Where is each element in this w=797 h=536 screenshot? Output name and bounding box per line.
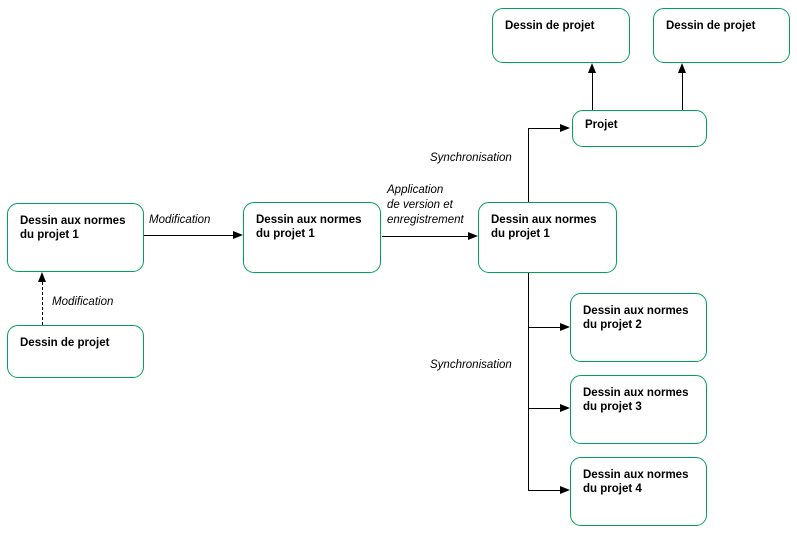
node-label: du projet 1 [256,228,315,240]
node-label: Dessin de projet [505,20,595,32]
node-label: Dessin aux normes [583,305,689,317]
node-label: du projet 1 [20,229,79,241]
node-label: Dessin aux normes [583,387,689,399]
node-projet: Projet [572,110,707,147]
label-synchronisation-projet: Synchronisation [430,152,512,164]
node-dessin-de-projet-top-left: Dessin de projet [492,8,630,63]
node-label: Dessin aux normes [20,215,126,227]
arrow-right-icon [560,124,570,132]
arrow-up-icon [588,63,596,73]
label-application-line: enregistrement [387,214,464,226]
arrow-sync-normes-trunk [528,273,529,491]
label-synchronisation-normes: Synchronisation [430,359,512,371]
arrow-right-icon [560,404,570,412]
node-dessin-aux-normes-projet-3: Dessin aux normes du projet 3 [570,375,707,444]
node-label: du projet 3 [583,401,642,413]
arrow-up-icon [38,272,46,282]
arrow-right-icon [560,323,570,331]
node-dessin-aux-normes-projet-1-right: Dessin aux normes du projet 1 [478,202,617,273]
arrow-right-icon [233,231,243,239]
node-label: du projet 2 [583,319,642,331]
node-dessin-aux-normes-projet-1-left: Dessin aux normes du projet 1 [7,203,144,272]
node-dessin-aux-normes-projet-4: Dessin aux normes du projet 4 [570,457,707,526]
arrow-sync-norm4-line [528,490,561,491]
label-modification-vertical: Modification [52,296,114,308]
arrow-sync-projet-hline [528,128,561,129]
node-dessin-de-projet-bottom-left: Dessin de projet [7,325,144,378]
arrow-right-icon [468,232,478,240]
node-label: Dessin aux normes [491,214,597,226]
node-label: du projet 1 [491,228,550,240]
node-label: Dessin de projet [20,337,110,349]
arrow-application-line [382,236,469,237]
node-dessin-aux-normes-projet-2: Dessin aux normes du projet 2 [570,293,707,362]
arrow-projet-topright-line [682,73,683,110]
node-dessin-de-projet-top-right: Dessin de projet [653,8,790,63]
node-dessin-aux-normes-projet-1-middle: Dessin aux normes du projet 1 [243,202,381,273]
label-application-line: Application [387,184,444,196]
label-application: Application de version et enregistrement [387,183,464,228]
node-label: Dessin aux normes [583,469,689,481]
node-label: du projet 4 [583,483,642,495]
label-application-line: de version et [387,199,453,211]
node-label: Dessin de projet [666,20,756,32]
arrow-up-icon [678,63,686,73]
arrow-modification-line [144,235,234,236]
node-label: Dessin aux normes [256,214,362,226]
node-label: Projet [585,119,618,131]
arrow-sync-projet-vline [528,128,529,202]
arrow-sync-norm2-line [528,327,561,328]
label-modification-horizontal: Modification [149,214,211,226]
arrow-projet-topleft-line [592,73,593,110]
arrow-sync-norm3-line [528,408,561,409]
arrow-modification-dashed-line [42,282,43,325]
arrow-right-icon [560,486,570,494]
